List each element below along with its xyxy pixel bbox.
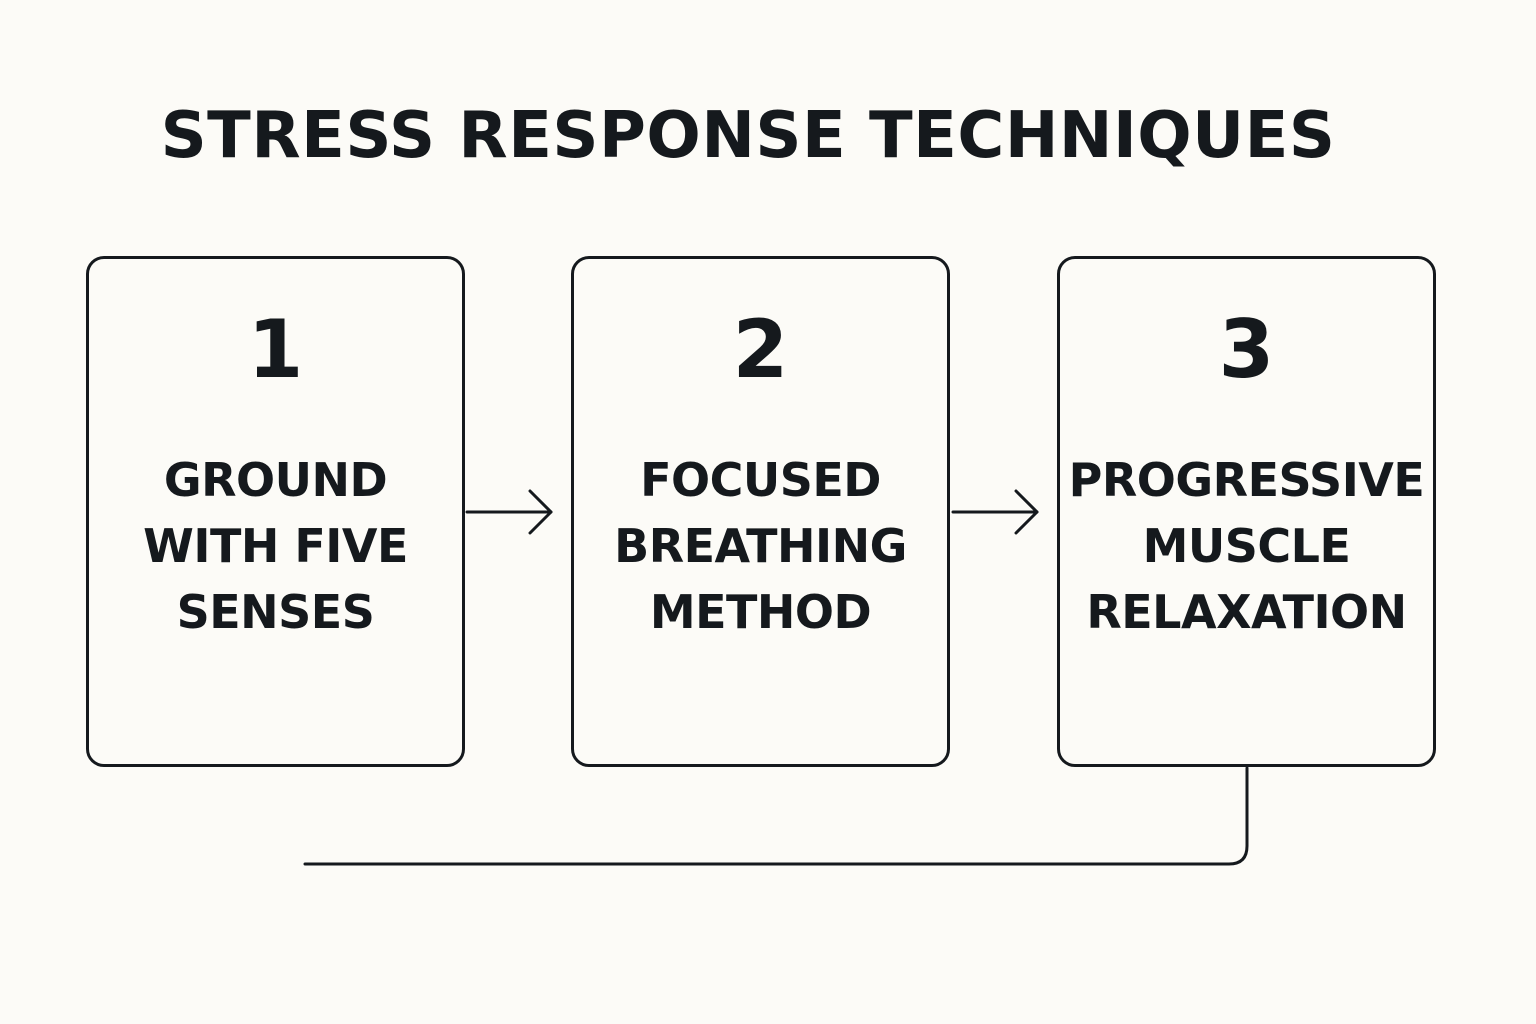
step-number: 2 <box>732 303 789 396</box>
step-card-2: 2 FOCUSED BREATHING METHOD <box>571 256 950 767</box>
step-number: 3 <box>1218 303 1275 396</box>
arrow-right-icon <box>951 489 1039 535</box>
step-label: GROUND WITH FIVE SENSES <box>143 453 408 639</box>
step-label: PROGRESSIVE MUSCLE RELAXATION <box>1068 453 1425 639</box>
loop-back-line <box>303 766 1249 866</box>
step-number: 1 <box>247 303 304 396</box>
arrow-right-icon <box>465 489 553 535</box>
step-card-1: 1 GROUND WITH FIVE SENSES <box>86 256 465 767</box>
step-card-3: 3 PROGRESSIVE MUSCLE RELAXATION <box>1057 256 1436 767</box>
step-label: FOCUSED BREATHING METHOD <box>614 453 907 639</box>
diagram-title: STRESS RESPONSE TECHNIQUES <box>160 99 1336 173</box>
